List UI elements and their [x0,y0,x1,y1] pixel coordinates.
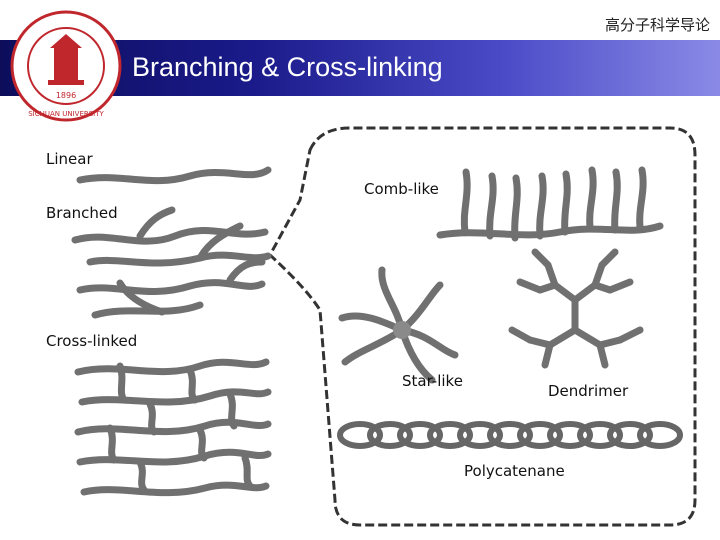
university-logo: 1896 SICHUAN UNIVERSITY [10,10,122,122]
branched-polymer [71,206,272,319]
star-core [393,321,411,339]
dendrimer-polymer [508,248,644,369]
label-polycatenane: Polycatenane [464,462,565,480]
dashed-callout-border [268,126,697,527]
polycatenane-chain [337,421,683,449]
slide-title: Branching & Cross-linking [132,52,443,82]
label-star-like: Star-like [402,372,463,390]
label-dendrimer: Dendrimer [548,382,629,400]
label-cross-linked: Cross-linked [46,332,138,350]
linear-polymer [76,166,272,185]
course-title: 高分子科学导论 [604,16,710,34]
label-linear: Linear [46,150,93,168]
logo-year: 1896 [56,91,76,100]
label-comb-like: Comb-like [364,180,439,198]
comb-like-polymer [436,166,664,242]
label-branched: Branched [46,204,118,222]
cross-linked-polymer [74,358,272,497]
logo-text: SICHUAN UNIVERSITY [28,110,104,118]
